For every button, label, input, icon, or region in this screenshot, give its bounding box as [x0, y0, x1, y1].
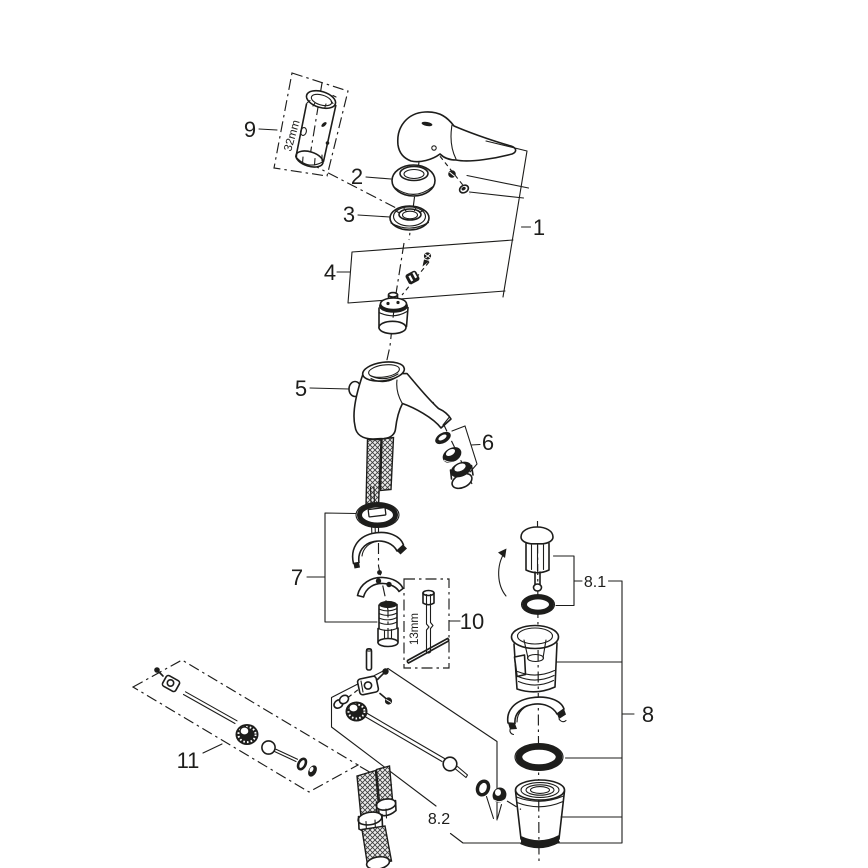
part-label-2: 2: [351, 164, 363, 189]
aerator-seal: [435, 431, 451, 445]
clevis-block: [356, 668, 393, 705]
part9-socket-tool-group: 32mm 9: [244, 72, 349, 177]
rotation-arrow: [498, 548, 507, 597]
rod-o-ring: [475, 779, 491, 797]
socket-tool-32mm: [295, 89, 337, 168]
part8-drain-group: 8.1: [498, 526, 654, 849]
drain-body: [514, 779, 566, 849]
handle-plug: [458, 184, 470, 194]
rod-seal-nut: [492, 787, 507, 803]
part6-aerator-group: 6: [435, 425, 494, 490]
hose-nut-left: [357, 811, 384, 833]
part11-rod-kit-group: 11: [131, 659, 360, 793]
crescent-washer: [356, 570, 404, 598]
centerlines: [308, 82, 540, 862]
gland-nut: [345, 701, 368, 722]
aerator-core: [442, 447, 462, 463]
rod-kit-assembly: [154, 667, 317, 777]
part8_2-linkage-group: 8.2: [330, 647, 623, 844]
cartridge-cap: [405, 270, 420, 285]
side-nut: [333, 688, 360, 709]
cartridge-screw: [422, 252, 432, 267]
cartridge-body: [378, 291, 409, 335]
supply-hoses-lower: [356, 765, 397, 868]
popup-rod-horizontal: [363, 712, 469, 779]
drain-o-ring: [514, 742, 564, 772]
part-label-8-1: 8.1: [584, 574, 606, 591]
part-label-7: 7: [291, 565, 303, 590]
mounting-plate: [351, 531, 407, 569]
part-label-9: 9: [244, 117, 256, 142]
base-gasket: [355, 501, 400, 529]
part5-faucet-body-group: 5: [295, 361, 452, 542]
aerator-housing: [449, 461, 474, 490]
plug-seal-ring: [520, 594, 556, 615]
drain-clamp: [506, 696, 567, 736]
part-label-1: 1: [533, 215, 545, 240]
part-label-3: 3: [343, 202, 355, 227]
part2-cap-ring: 2: [351, 164, 436, 197]
part-label-10: 10: [460, 609, 484, 634]
part-label-8: 8: [642, 702, 654, 727]
hose-nut-right: [375, 798, 397, 819]
part-label-4: 4: [324, 260, 336, 285]
part-label-8-2: 8.2: [428, 811, 450, 828]
part-label-11: 11: [177, 748, 200, 773]
handle-screw-hole: [431, 145, 437, 151]
hex-size-label: 13mm: [409, 613, 421, 645]
faucet-body: [353, 372, 452, 440]
pivot-pin: [365, 647, 373, 671]
part7-mounting-group: 7: [291, 501, 407, 648]
part4-cartridge-group: 4: [324, 239, 514, 335]
handle-indicator-slot: [421, 121, 433, 127]
popup-plug: [520, 526, 554, 592]
drain-flange: [510, 624, 560, 693]
part10-hex-key-group: 13mm 10: [403, 578, 484, 669]
part1-bracket: 1: [466, 140, 545, 298]
threaded-stud: [377, 600, 399, 648]
handle-group: [397, 111, 517, 195]
part3-cap-nut: 3: [343, 202, 430, 231]
hex-key-tool-13mm: [406, 589, 450, 664]
part-label-6: 6: [482, 430, 494, 455]
handle-grub-screw: [448, 170, 456, 178]
part-label-5: 5: [295, 376, 307, 401]
